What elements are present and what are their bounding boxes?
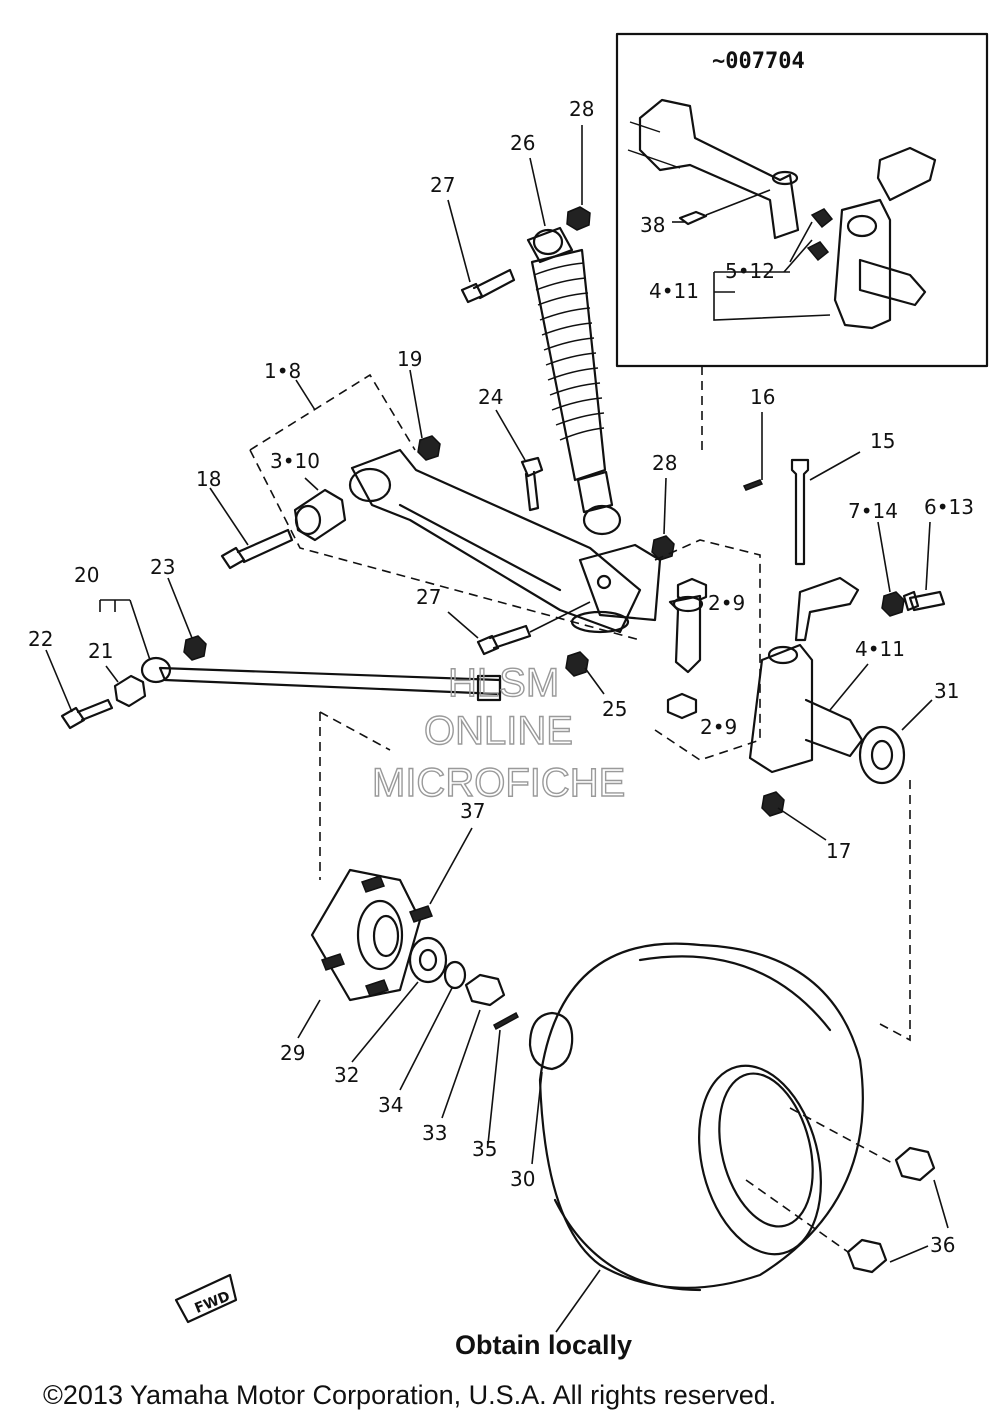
inset-code: ~007704 bbox=[712, 49, 805, 74]
obtain-locally-note: Obtain locally bbox=[455, 1330, 633, 1360]
callout-37: 37 bbox=[460, 799, 485, 823]
callout-6-13: 6•13 bbox=[924, 495, 974, 519]
callout-4-11-inset: 4•11 bbox=[649, 279, 699, 303]
callout-29: 29 bbox=[280, 1041, 305, 1065]
callout-15: 15 bbox=[870, 429, 895, 453]
lower-a-arm bbox=[348, 448, 662, 634]
watermark-line1: HLSM bbox=[448, 661, 559, 705]
fwd-arrow-tag: FWD bbox=[174, 1273, 238, 1324]
callout-5-12: 5•12 bbox=[725, 259, 775, 283]
callout-4-11: 4•11 bbox=[855, 637, 905, 661]
callout-32: 32 bbox=[334, 1063, 359, 1087]
shock-absorber bbox=[526, 226, 622, 536]
callout-2-9-bottom: 2•9 bbox=[700, 715, 737, 739]
callout-16: 16 bbox=[750, 385, 775, 409]
callout-18: 18 bbox=[196, 467, 221, 491]
watermark-line2: ONLINE bbox=[424, 709, 573, 753]
callout-30: 30 bbox=[510, 1167, 535, 1191]
copyright-notice: ©2013 Yamaha Motor Corporation, U.S.A. A… bbox=[43, 1380, 777, 1410]
callout-19: 19 bbox=[397, 347, 422, 371]
callout-26: 26 bbox=[510, 131, 535, 155]
fwd-label: FWD bbox=[192, 1288, 232, 1317]
wheel-hub bbox=[310, 868, 433, 1002]
callout-28-top: 28 bbox=[569, 97, 594, 121]
callout-38: 38 bbox=[640, 213, 665, 237]
callout-23: 23 bbox=[150, 555, 175, 579]
callout-33: 33 bbox=[422, 1121, 447, 1145]
callout-21: 21 bbox=[88, 639, 113, 663]
callout-25: 25 bbox=[602, 697, 627, 721]
watermark-line3: MICROFICHE bbox=[372, 761, 625, 805]
callout-17: 17 bbox=[826, 839, 851, 863]
callout-36: 36 bbox=[930, 1233, 955, 1257]
inset-panel: ~007704 bbox=[615, 32, 989, 450]
callout-27-top: 27 bbox=[430, 173, 455, 197]
callout-7-14: 7•14 bbox=[848, 499, 898, 523]
callout-1-8: 1•8 bbox=[264, 359, 301, 383]
watermark: HLSM ONLINE MICROFICHE bbox=[371, 660, 626, 805]
steering-knuckle bbox=[748, 576, 864, 774]
callout-35: 35 bbox=[472, 1137, 497, 1161]
callout-28-mid: 28 bbox=[652, 451, 677, 475]
callout-3-10: 3•10 bbox=[270, 449, 320, 473]
tire-wheel bbox=[538, 942, 864, 1292]
callout-31: 31 bbox=[934, 679, 959, 703]
tie-rod bbox=[140, 656, 502, 702]
callout-24: 24 bbox=[478, 385, 503, 409]
callout-22: 22 bbox=[28, 627, 53, 651]
callout-2-9-top: 2•9 bbox=[708, 591, 745, 615]
callout-34: 34 bbox=[378, 1093, 403, 1117]
callout-27-mid: 27 bbox=[416, 585, 441, 609]
callout-20: 20 bbox=[74, 563, 99, 587]
